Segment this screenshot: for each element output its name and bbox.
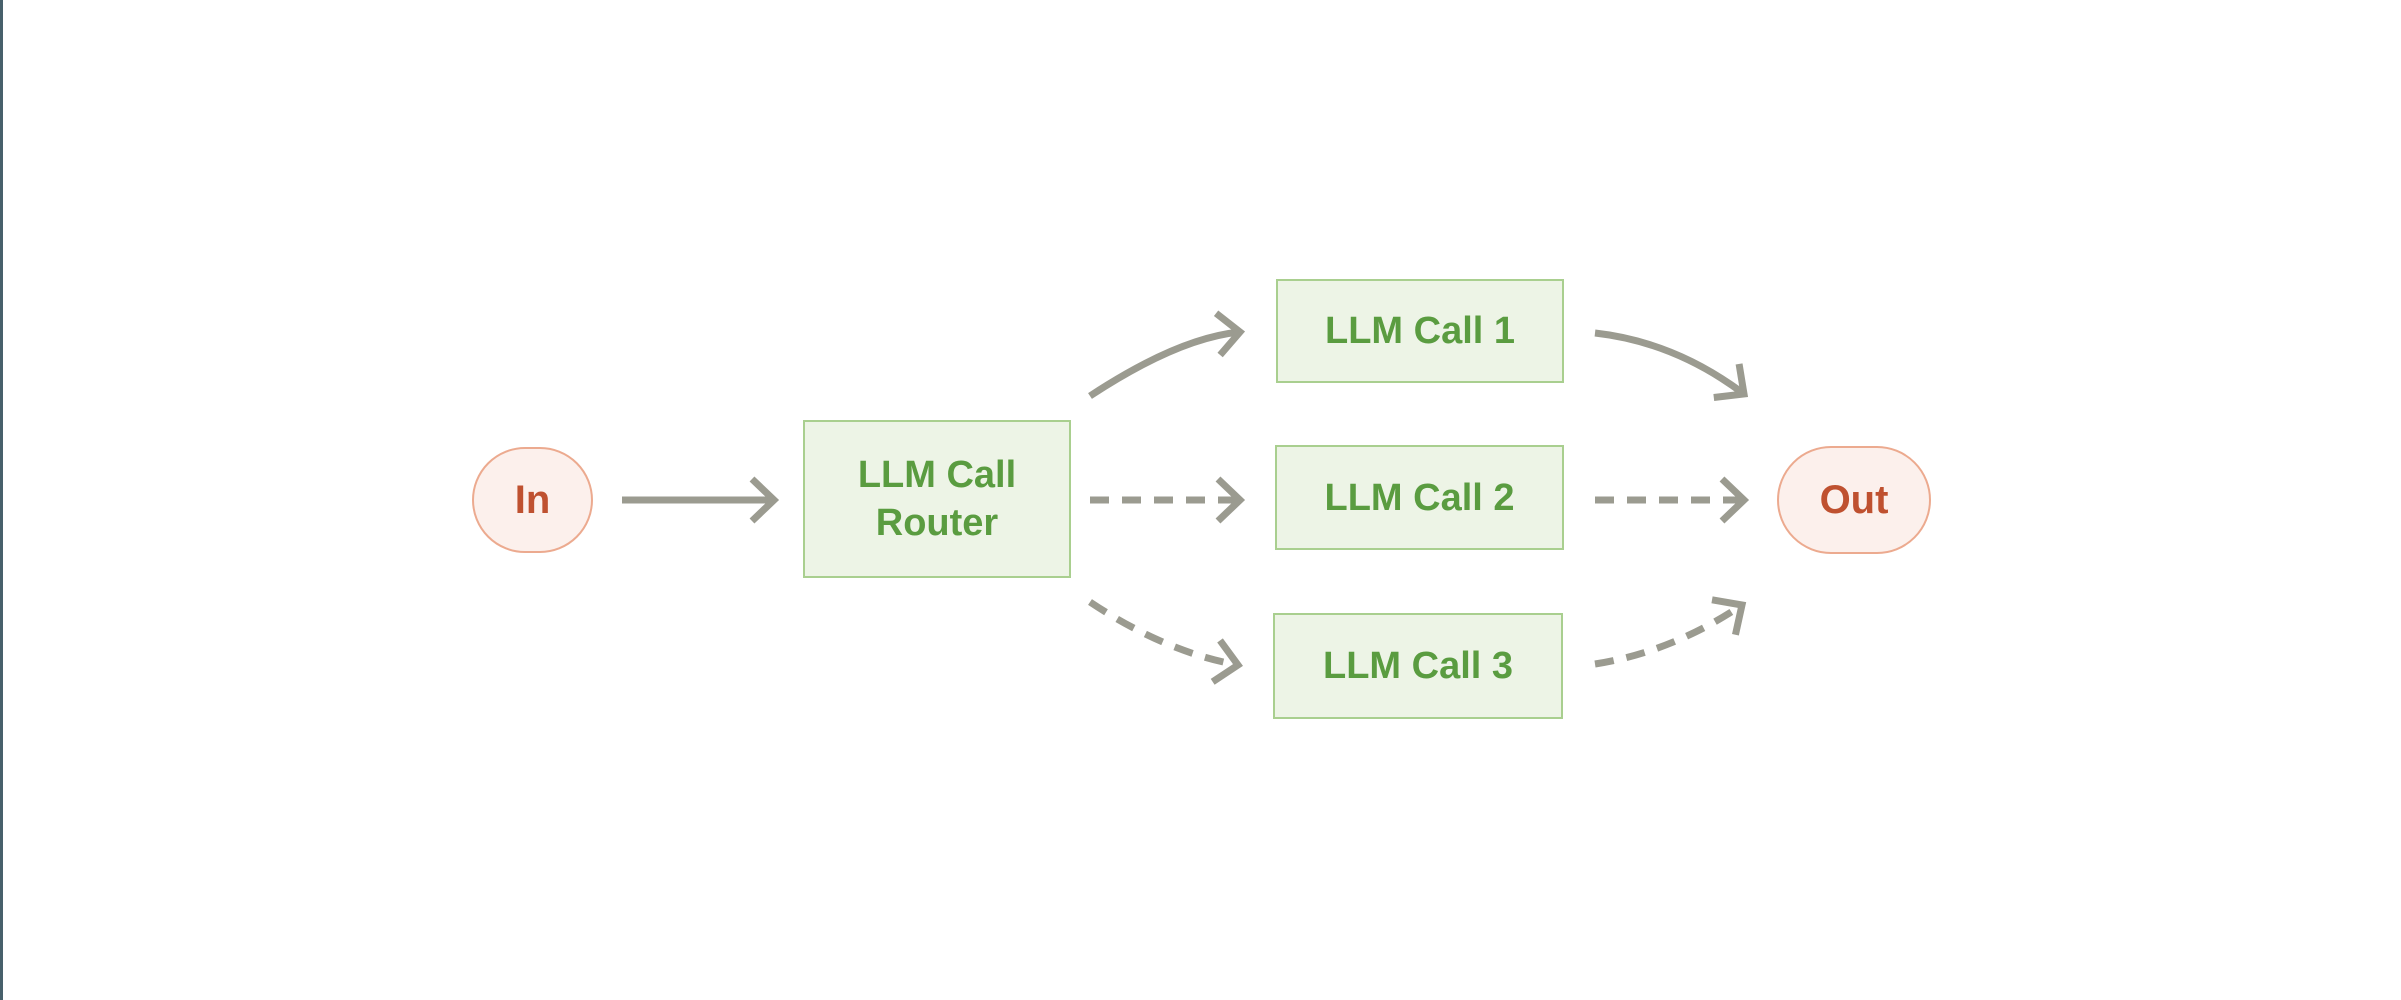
node-in: In — [472, 447, 593, 553]
node-out: Out — [1777, 446, 1931, 554]
node-out-label: Out — [1819, 477, 1889, 522]
node-llm-call-2: LLM Call 2 — [1275, 445, 1564, 550]
node-llm-call-3: LLM Call 3 — [1273, 613, 1563, 719]
edge-call1-to-out — [1594, 329, 1749, 402]
edge-router-to-call3 — [1088, 599, 1243, 685]
node-llm-call-router-label: LLM Call Router — [857, 454, 1017, 544]
edge-call3-to-out — [1594, 596, 1747, 668]
left-edge-accent-line — [0, 0, 3, 1000]
node-llm-call-1: LLM Call 1 — [1276, 279, 1564, 383]
node-llm-call-router: LLM Call Router — [803, 420, 1071, 578]
edge-router-to-call1 — [1088, 310, 1246, 399]
node-in-label: In — [514, 477, 551, 522]
node-llm-call-2-label: LLM Call 2 — [1324, 476, 1515, 519]
node-llm-call-3-label: LLM Call 3 — [1322, 645, 1514, 687]
node-llm-call-1-label: LLM Call 1 — [1324, 310, 1516, 352]
